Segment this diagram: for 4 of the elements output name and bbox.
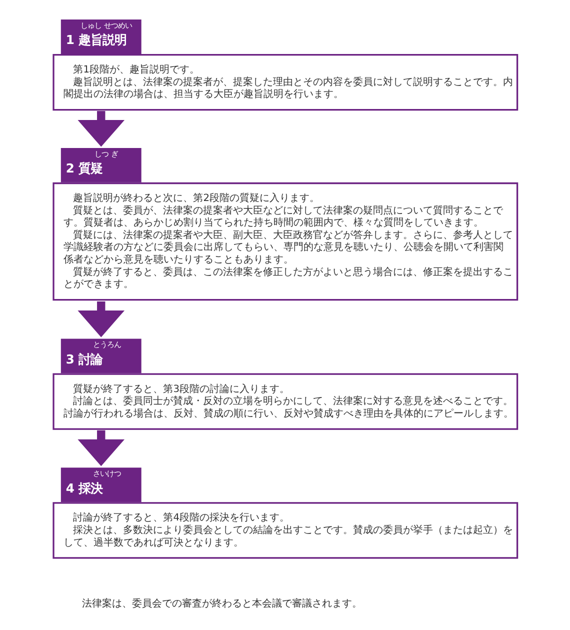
- arrow: [78, 430, 125, 466]
- arrow: [78, 301, 125, 338]
- label: 法律案は、委員会での審査が終わると本会議で審議されます。: [82, 598, 362, 610]
- arrow: [78, 111, 125, 147]
